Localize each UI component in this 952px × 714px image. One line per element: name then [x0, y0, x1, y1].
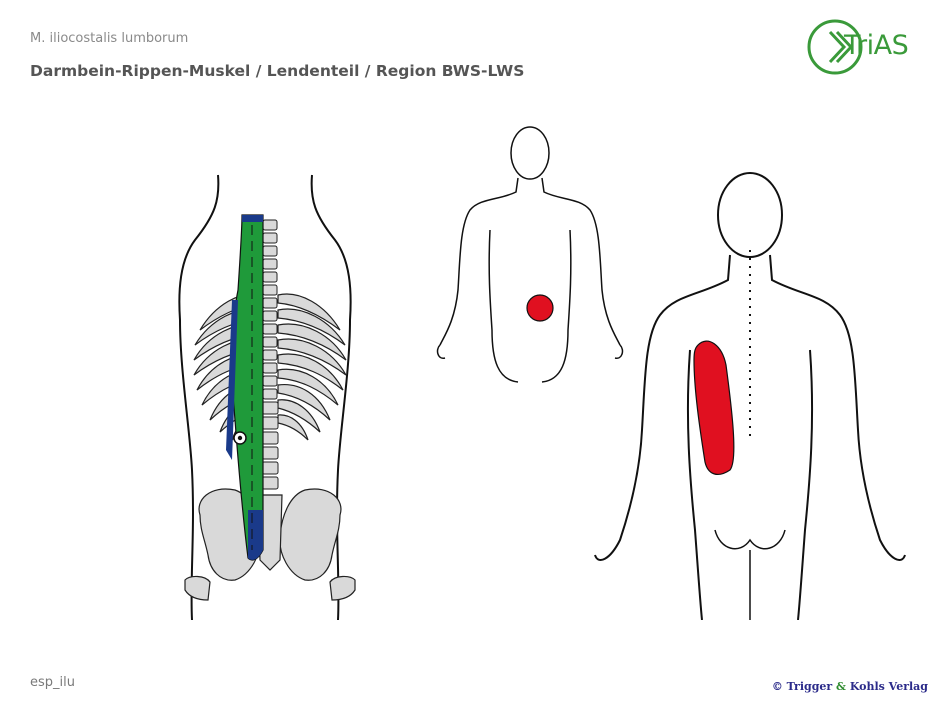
copyright-amp: &	[836, 680, 846, 693]
muscle-subtitle: M. iliocostalis lumborum	[30, 31, 189, 46]
page-title: Darmbein-Rippen-Muskel / Lendenteil / Re…	[30, 62, 525, 80]
trigger-point-icon	[233, 431, 247, 445]
chevron-logo-icon	[807, 19, 863, 75]
front-body-figure	[436, 126, 624, 383]
logo-text: TriAS	[844, 30, 909, 61]
copyright-suffix: Kohls Verlag	[845, 680, 928, 693]
figure-code: esp_ilu	[30, 675, 75, 690]
copyright-prefix: © Trigger	[771, 680, 837, 693]
pain-zone-front	[526, 294, 554, 322]
trias-logo: TriAS	[806, 18, 940, 76]
copyright-notice: © Trigger & Kohls Verlag	[772, 680, 928, 693]
back-body-figure	[594, 172, 906, 620]
back-anatomy-figure	[178, 174, 356, 620]
pain-zone-back	[693, 340, 735, 476]
